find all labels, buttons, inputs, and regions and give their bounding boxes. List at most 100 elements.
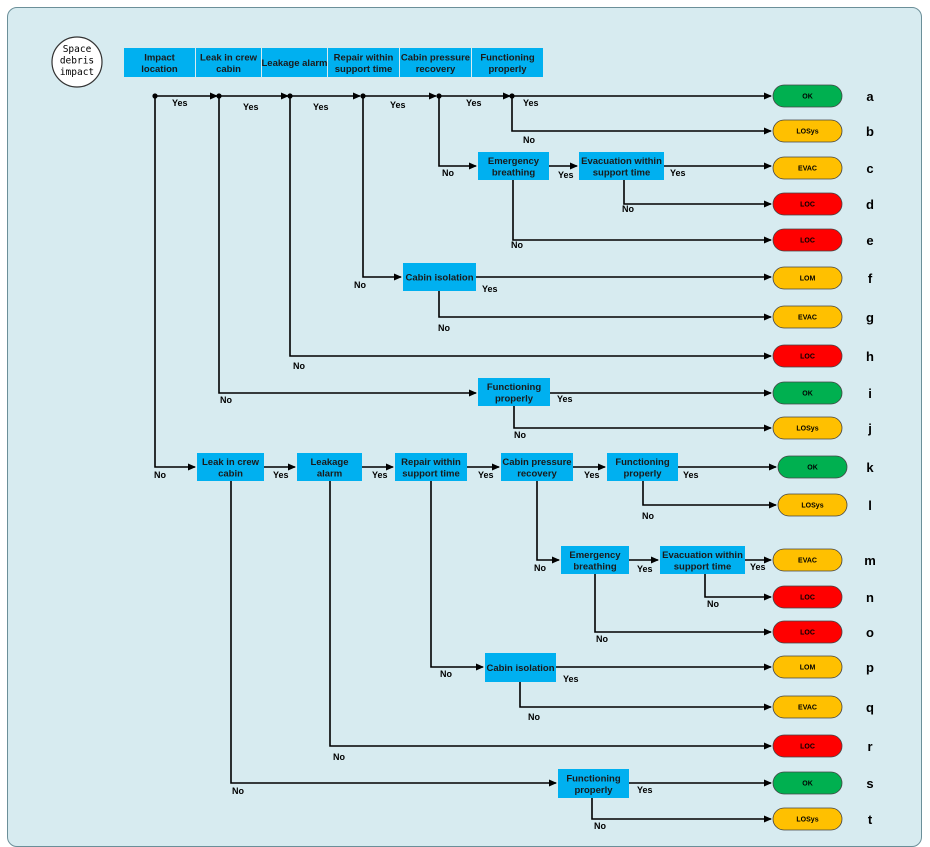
no-label: No [528,712,540,722]
no-label: No [707,599,719,609]
header-1-text: Impact [144,52,175,63]
outcome-pill-n [772,585,843,609]
box-functioning-3-text: properly [574,785,613,796]
header-3: Leakage alarm [261,48,328,77]
outcome-id-o: o [866,625,874,640]
no-label: No [232,786,244,796]
yes-label: Yes [683,470,699,480]
outcome-label-h: LOC [800,354,815,361]
connector [362,96,402,281]
no-label: No [534,563,546,573]
connector [511,96,772,135]
outcome-label-j: LOSys [796,426,818,433]
outcome-label-c: EVAC [798,166,817,173]
connector [536,481,560,564]
header-2-text: Leak in crew [200,52,258,63]
outcome-pill-i [772,381,843,405]
box-cabin-pressure-rect [501,453,573,481]
outcome-id-r: r [867,739,872,754]
connector [289,96,772,360]
connector [591,798,772,823]
box-cabin-pressure-text: Cabin pressure [502,457,571,468]
header-5-rect [400,48,471,77]
connector [430,481,484,671]
outcome-pill-h [772,344,843,368]
box-repair-text: Repair within [401,457,461,468]
yes-label: Yes [563,674,579,684]
no-label: No [511,240,523,250]
outcome-label-g: EVAC [798,315,817,322]
outcome-id-n: n [866,590,874,605]
header-2-rect [196,48,261,77]
connector [154,96,196,471]
outcome-id-g: g [866,310,874,325]
outcome-label-l: LOSys [801,503,823,510]
yes-label: Yes [313,102,329,112]
connector [218,96,477,397]
outcome-id-e: e [866,233,873,248]
header-4-text: Repair within [334,52,394,63]
connector [512,180,772,244]
connector [230,481,557,787]
header-5-text: recovery [416,64,456,75]
header-2-text: cabin [216,64,241,75]
outcome-pill-o [772,620,843,644]
outcome-pill-a [772,84,843,108]
outcome-label-a: OK [802,94,813,101]
box-emergency-breathing-2-rect [561,546,629,574]
box-cabin-pressure-text: recovery [517,468,557,479]
outcome-pill-q [772,695,843,719]
outcome-id-a: a [866,89,874,104]
box-evacuation-1-text: Evacuation within [581,156,662,167]
no-label: No [440,669,452,679]
no-label: No [596,634,608,644]
outcome-pill-s [772,771,843,795]
box-functioning-2-rect [607,453,678,481]
box-leak-crew-cabin-text: cabin [218,468,243,479]
box-functioning-2-text: Functioning [615,457,670,468]
box-functioning-1-text: Functioning [487,382,542,393]
start-text: impact [60,67,94,78]
yes-label: Yes [478,470,494,480]
outcome-id-s: s [866,776,873,791]
outcome-pill-l [777,493,848,517]
yes-label: Yes [390,100,406,110]
box-functioning-3-text: Functioning [566,773,621,784]
outcome-id-f: f [868,271,873,286]
outcome-pill-f [772,266,843,290]
start-circle [51,36,103,88]
no-label: No [438,323,450,333]
yes-label: Yes [466,98,482,108]
box-cabin-isolation-2-text: Cabin isolation [486,663,554,674]
box-functioning-1-text: properly [495,393,534,404]
outcome-label-r: LOC [800,744,815,751]
yes-label: Yes [243,102,259,112]
yes-label: Yes [670,168,686,178]
yes-label: Yes [558,170,574,180]
header-3-text: Leakage alarm [261,58,327,69]
connector [594,574,772,636]
box-leakage-alarm-rect [297,453,362,481]
no-label: No [514,430,526,440]
outcome-label-p: LOM [800,665,816,672]
outcome-label-d: LOC [800,202,815,209]
box-cabin-isolation-1-rect [403,263,476,291]
no-label: No [622,204,634,214]
box-cabin-isolation-1-text: Cabin isolation [405,273,473,284]
box-emergency-breathing-text: breathing [492,167,535,178]
